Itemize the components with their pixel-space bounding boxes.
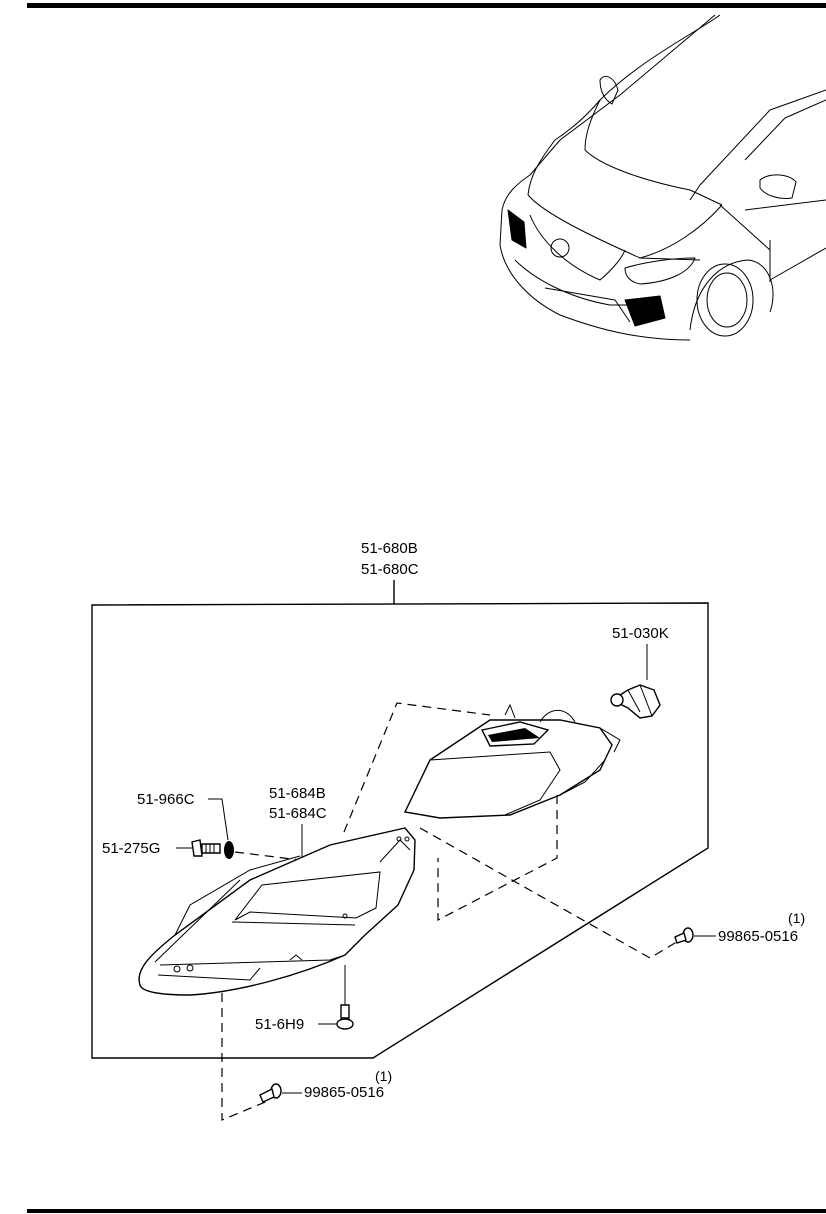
assembly-label-a: 51-680B (361, 540, 418, 557)
car-illustration-icon (499, 14, 826, 341)
screw-right-qty: (1) (788, 910, 805, 926)
adjuster-label: 51-275G (102, 840, 160, 857)
screw-right-label: 99865-0516 (718, 928, 798, 945)
screw-bottom-label: 99865-0516 (304, 1084, 384, 1101)
screw-bottom-icon (259, 1083, 282, 1103)
cap-label: 51-966C (137, 791, 195, 808)
bulb-icon (610, 684, 661, 719)
lens-label-a: 51-684B (269, 785, 326, 802)
cap-icon (224, 841, 234, 859)
bottom-rule (27, 1209, 826, 1213)
assembly-frame (91, 602, 709, 1059)
top-rule (27, 3, 826, 8)
headlamp-lens-icon (138, 827, 416, 996)
headlamp-housing-icon (403, 703, 621, 819)
assembly-label-b: 51-680C (361, 561, 419, 578)
screw-icon (191, 839, 221, 857)
lens-label-b: 51-684C (269, 805, 327, 822)
bolt-label: 51-6H9 (255, 1016, 304, 1033)
bulb-label: 51-030K (612, 625, 669, 642)
screw-bottom-qty: (1) (375, 1068, 392, 1084)
bolt-icon (336, 1004, 354, 1030)
screw-right-icon (674, 927, 694, 944)
